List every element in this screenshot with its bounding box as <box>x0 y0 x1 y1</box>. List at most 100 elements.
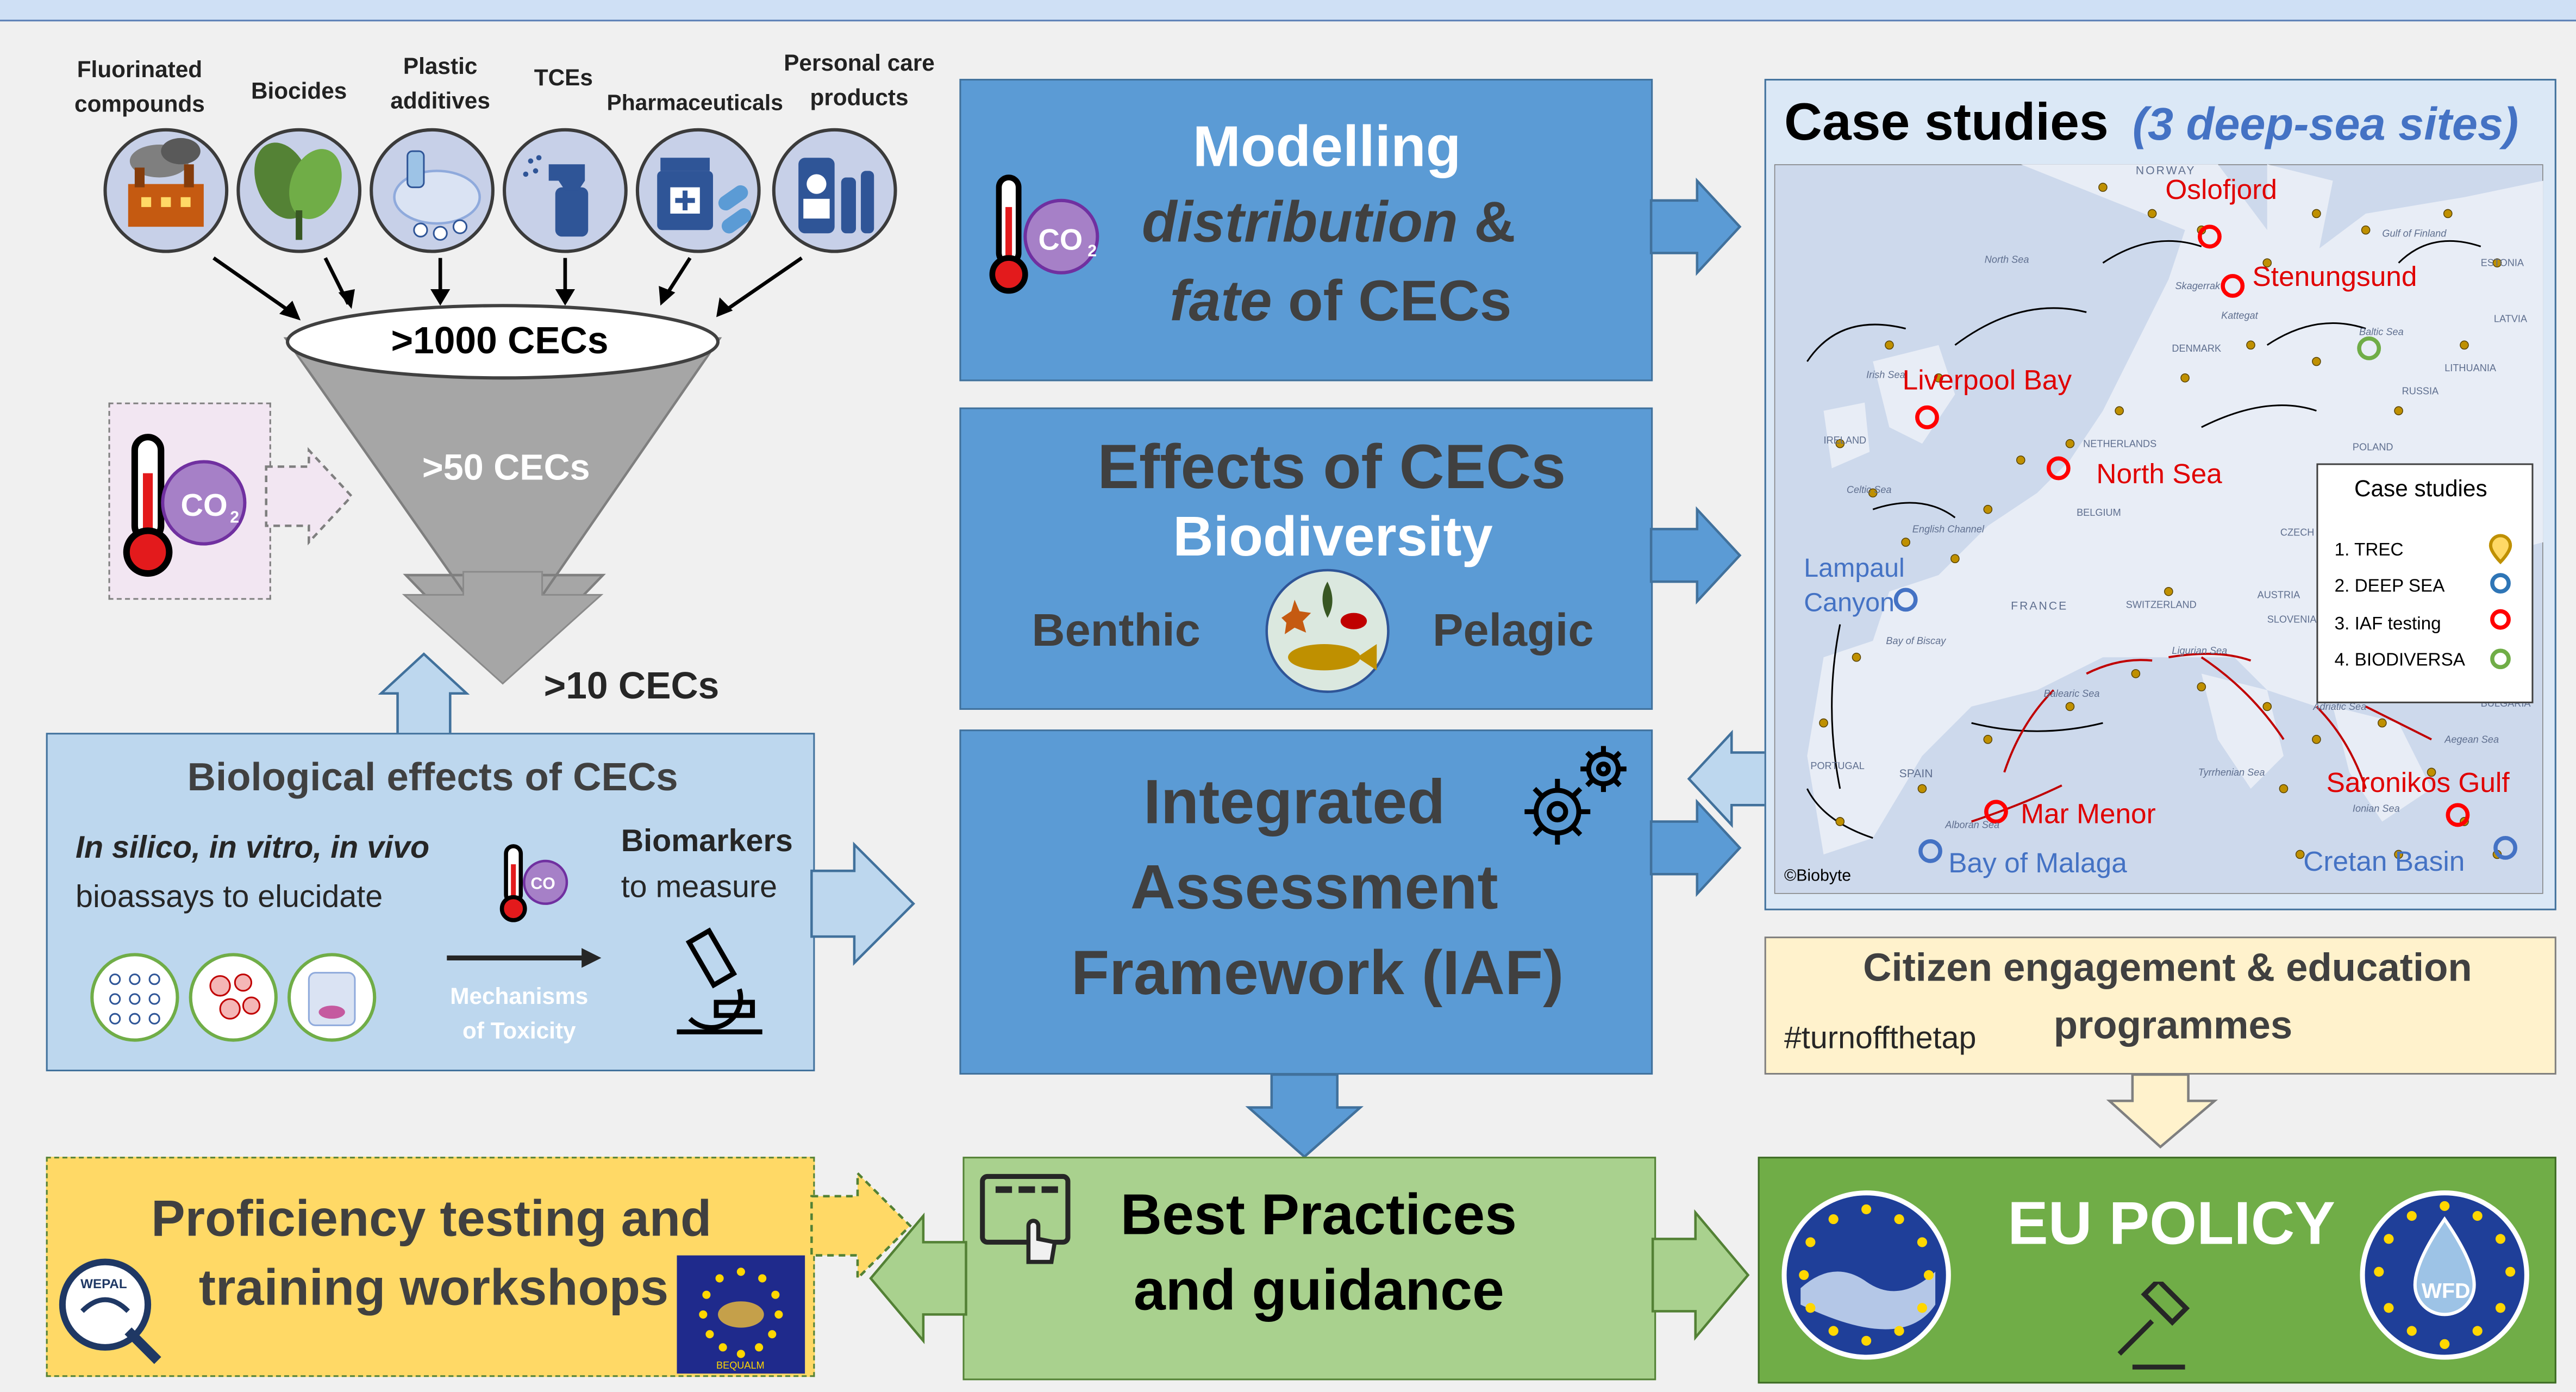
map-label: Irish Sea <box>1866 371 1905 382</box>
map-label: North Sea <box>1984 256 2029 266</box>
svg-text:2: 2 <box>230 508 239 526</box>
hashtag-label: #turnoffthetap <box>1784 1022 1977 1057</box>
map-label: Bay of Biscay <box>1886 637 1946 648</box>
site-label-liverpool-bay: Liverpool Bay <box>1902 365 2072 396</box>
thermometer-co2-icon-modelling: CO 2 <box>989 174 1099 294</box>
spray-bottle-icon <box>503 128 628 253</box>
red-current-arrows <box>1971 652 2432 823</box>
wepal-logo-text: WEPAL <box>80 1277 127 1291</box>
modelling-to-map-arrow <box>1649 177 1742 276</box>
map-label: CZECH <box>2280 529 2315 539</box>
benthic-label: Benthic <box>1031 604 1201 656</box>
gears-icon <box>1524 746 1627 845</box>
legend-item-deep-sea: 2. DEEP SEA <box>2334 577 2445 597</box>
funnel-middle-label: >50 CECs <box>422 447 590 488</box>
effects-to-map-arrow <box>1649 506 1742 605</box>
map-label: PORTUGAL <box>1810 762 1865 772</box>
wfd-logo-text: WFD <box>2422 1279 2470 1303</box>
funnel-graphic <box>283 304 722 685</box>
map-label: ESTONIA <box>2480 259 2524 270</box>
site-label-cretan-basin: Cretan Basin <box>2303 846 2465 878</box>
legend-title: Case studies <box>2354 475 2487 502</box>
map-label: Adriatic Sea <box>2313 703 2367 713</box>
map-label: FRANCE <box>2011 601 2068 613</box>
gavel-icon <box>2117 1281 2190 1370</box>
map-label: BELGIUM <box>2077 509 2121 520</box>
citizen-engagement-box <box>1764 937 2556 1075</box>
tablet-touch-icon <box>980 1173 1071 1264</box>
map-label: Gulf of Finland <box>2382 230 2447 240</box>
source-icons <box>103 128 897 321</box>
iaf-to-map-arrow <box>1649 798 1742 897</box>
funnel-top-label: >1000 CECs <box>391 319 609 362</box>
cosmetics-icon <box>772 128 897 253</box>
map-label: Tyrrhenian Sea <box>2198 769 2265 779</box>
map-label: Aegean Sea <box>2444 736 2499 746</box>
map-label: Kattegat <box>2221 312 2258 322</box>
map-credit: ©Biobyte <box>1784 867 1852 886</box>
top-bar <box>0 0 2576 22</box>
map-to-iaf-arrow <box>1687 729 1773 828</box>
best-practices-to-proficiency-arrow <box>869 1212 967 1344</box>
mechanisms-arrow <box>447 948 602 968</box>
iaf-to-best-practices-arrow <box>1245 1073 1364 1159</box>
proficiency-line2: training workshops <box>198 1258 669 1316</box>
svg-text:CO: CO <box>1039 223 1083 256</box>
plastic-bottle-icon <box>370 128 495 253</box>
map-label: Skagerrak <box>2175 282 2221 293</box>
case-studies-title: Case studies <box>1784 92 2109 152</box>
legend-markers <box>2489 534 2512 670</box>
map-label: RUSSIA <box>2402 388 2439 398</box>
map-label: NORWAY <box>2135 166 2196 178</box>
site-markers <box>1893 224 2517 863</box>
map-label: IRELAND <box>1823 437 1867 447</box>
map-label: LITHUANIA <box>2444 365 2496 375</box>
case-studies-legend <box>2316 463 2534 703</box>
legend-item-biodiversa: 4. BIODIVERSA <box>2334 651 2465 671</box>
factory-icon <box>103 128 229 253</box>
bio-to-iaf-arrow <box>810 841 915 966</box>
case-studies-subtitle: (3 deep-sea sites) <box>2132 98 2519 150</box>
site-label-lampaul: Lampaul <box>1804 555 1905 584</box>
legend-item-trec: 1. TREC <box>2334 540 2404 560</box>
climate-arrow <box>265 447 354 546</box>
source-label-biocides: Biocides <box>251 77 347 104</box>
thermometer-co2-icon: CO 2 <box>123 434 247 577</box>
funnel-bottom-label: >10 CECs <box>543 664 720 707</box>
modelling-line3: fate of CECs <box>1170 269 1512 334</box>
map-label: Alboran Sea <box>1945 821 2000 832</box>
up-arrow-to-funnel <box>378 652 470 738</box>
map-label: SLOVENIA <box>2267 616 2317 626</box>
wfd-logo: WFD <box>2360 1190 2529 1360</box>
site-label-saronikos-gulf: Saronikos Gulf <box>2326 767 2510 799</box>
bio-title: Biological effects of CECs <box>187 756 678 801</box>
map-label: AUSTRIA <box>2257 591 2300 602</box>
citizen-subtitle: programmes <box>2053 1004 2293 1048</box>
biodiversity-label: Biodiversity <box>1173 506 1493 569</box>
citizen-title: Citizen engagement & education <box>1863 946 2472 991</box>
map-label: SPAIN <box>1899 769 1933 781</box>
map-label: LATVIA <box>2493 315 2528 326</box>
bequalm-logo: BEQUALM <box>677 1255 805 1374</box>
current-arrows <box>1806 240 2481 839</box>
microscope-icon <box>677 927 762 1034</box>
site-label-mar-menor: Mar Menor <box>2021 798 2156 830</box>
site-label-bay-of-malaga: Bay of Malaga <box>1948 847 2127 879</box>
best-practices-line1: Best Practices <box>1120 1183 1517 1247</box>
bequalm-logo-text: BEQUALM <box>716 1360 765 1371</box>
map-label: Ligurian Sea <box>2172 647 2228 658</box>
svg-text:CO: CO <box>530 875 555 892</box>
map-label: Baltic Sea <box>2359 328 2404 339</box>
svg-text:2: 2 <box>1087 242 1097 260</box>
site-label-canyon: Canyon <box>1804 590 1895 618</box>
map-label: Balearic Sea <box>2043 690 2100 700</box>
site-label-north-sea: North Sea <box>2096 458 2222 490</box>
iaf-box <box>959 729 1653 1075</box>
eu-policy-title: EU POLICY <box>2008 1189 2335 1257</box>
map-label: POLAND <box>2352 444 2393 454</box>
best-practices-to-policy-arrow <box>1651 1209 1750 1341</box>
iaf-line2: Assessment <box>1130 854 1498 923</box>
svg-text:CO: CO <box>181 488 228 523</box>
